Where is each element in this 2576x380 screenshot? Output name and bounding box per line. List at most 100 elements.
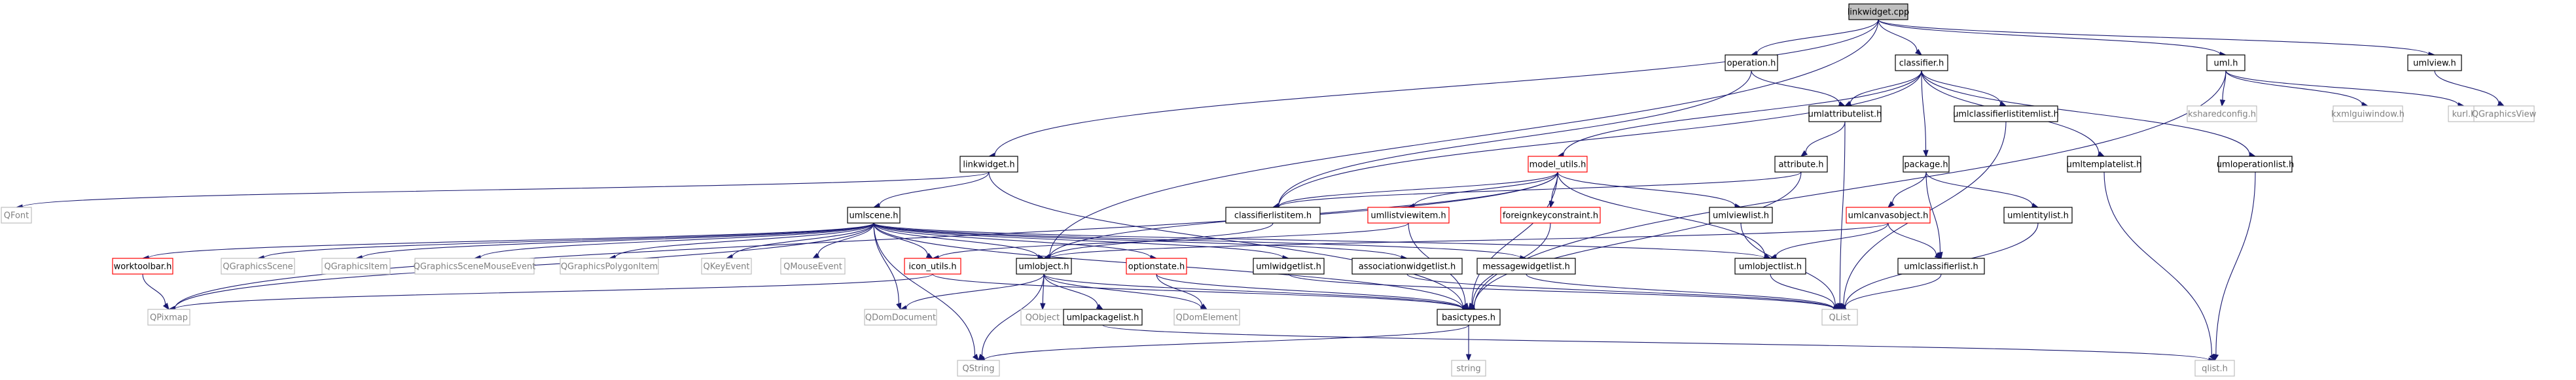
node-label: QList bbox=[1829, 313, 1851, 323]
node-box bbox=[112, 258, 173, 275]
node-umlclassifierlist-h[interactable]: umlclassifierlist.h bbox=[1897, 258, 1985, 275]
node-worktoolbar-h[interactable]: worktoolbar.h bbox=[112, 258, 173, 275]
node-box bbox=[1821, 309, 1858, 326]
node-model-utils-h[interactable]: model_utils.h bbox=[1528, 156, 1588, 173]
node-box bbox=[2206, 54, 2245, 71]
node-label: QPixmap bbox=[150, 313, 188, 323]
edge-umlscene_h-to-icon_utils_h bbox=[873, 222, 934, 259]
node-label: umlscene.h bbox=[849, 211, 898, 221]
node-attribute-h[interactable]: attribute.h bbox=[1774, 156, 1828, 173]
edge-basictypes_h-to-string bbox=[1465, 325, 1472, 362]
node-box bbox=[959, 156, 1018, 173]
node-qstring: QString bbox=[957, 360, 1000, 377]
node-qgraphicsscene: QGraphicsScene bbox=[221, 258, 295, 275]
node-qkeyevent: QKeyEvent bbox=[701, 258, 752, 275]
node-label: qlist.h bbox=[2202, 364, 2228, 374]
edge-umlwidgetlist_h-to-qlist bbox=[1288, 273, 1841, 312]
node-label: attribute.h bbox=[1778, 160, 1823, 170]
node-qobject: QObject bbox=[1020, 309, 1065, 326]
edge-model_utils_h-to-umlviewlist_h bbox=[1557, 171, 1742, 209]
node-label: QFont bbox=[4, 211, 29, 221]
edge-optionstate_h-to-qdomelement bbox=[1156, 273, 1208, 310]
node-umlobjectlist-h[interactable]: umlobjectlist.h bbox=[1734, 258, 1806, 275]
node-box bbox=[321, 258, 391, 275]
node-label: umlobject.h bbox=[1019, 262, 1069, 272]
edge-umlscene_h-to-qdomdocument bbox=[873, 222, 902, 311]
node-box bbox=[221, 258, 295, 275]
node-qdomdocument: QDomDocument bbox=[864, 309, 937, 326]
edge-umlobject_h-to-umlpackagelist_h bbox=[1043, 273, 1104, 310]
node-messagewidgetlist-h[interactable]: messagewidgetlist.h bbox=[1476, 258, 1576, 275]
node-qmouseevent: QMouseEvent bbox=[780, 258, 846, 275]
node-box bbox=[147, 309, 190, 326]
node-label: umlclassifierlist.h bbox=[1904, 262, 1978, 272]
node-box bbox=[847, 207, 901, 224]
node-icon-utils-h[interactable]: icon_utils.h bbox=[904, 258, 961, 275]
node-qgraphicspolygonitem: QGraphicsPolygonItem bbox=[560, 258, 659, 275]
node-box bbox=[1895, 54, 1948, 71]
node-uml-h[interactable]: uml.h bbox=[2206, 54, 2245, 71]
node-classifier-h[interactable]: classifier.h bbox=[1895, 54, 1948, 71]
node-umlclassifierlistitemlist-h[interactable]: umlclassifierlistitemlist.h bbox=[1953, 105, 2059, 122]
node-box bbox=[1253, 258, 1325, 275]
node-box bbox=[414, 258, 535, 275]
node-umlwidgetlist-h[interactable]: umlwidgetlist.h bbox=[1253, 258, 1325, 275]
node-label: umloperationlist.h bbox=[2217, 160, 2294, 170]
node-umltemplatelist-h[interactable]: umltemplatelist.h bbox=[2067, 156, 2142, 173]
node-label: QGraphicsItem bbox=[324, 262, 387, 272]
node-kxmlguiwindow-h: kxmlguiwindow.h bbox=[2331, 105, 2405, 122]
edge-umloperationlist_h-to-qlist_h bbox=[2213, 171, 2256, 362]
node-linkwidget-cpp[interactable]: linkwidget.cpp bbox=[1848, 3, 1910, 20]
node-umlview-h[interactable]: umlview.h bbox=[2407, 54, 2462, 71]
node-optionstate-h[interactable]: optionstate.h bbox=[1126, 258, 1187, 275]
node-box bbox=[780, 258, 846, 275]
node-linkwidget-h[interactable]: linkwidget.h bbox=[959, 156, 1018, 173]
node-box bbox=[904, 258, 961, 275]
node-classifierlistitem-h[interactable]: classifierlistitem.h bbox=[1225, 207, 1321, 224]
node-label: classifier.h bbox=[1899, 59, 1944, 69]
node-label: QGraphicsPolygonItem bbox=[561, 262, 658, 272]
edge-umlobject_h-to-qdomelement bbox=[1043, 273, 1208, 311]
node-label: umlviewlist.h bbox=[1713, 211, 1769, 221]
node-box bbox=[1774, 156, 1828, 173]
node-qpixmap: QPixmap bbox=[147, 309, 190, 326]
node-umllistviewitem-h[interactable]: umllistviewitem.h bbox=[1367, 207, 1450, 224]
node-label: umlpackagelist.h bbox=[1067, 313, 1139, 323]
edge-linkwidget_h-to-umlscene_h bbox=[872, 171, 990, 209]
node-operation-h[interactable]: operation.h bbox=[1725, 54, 1778, 71]
node-label: ksharedconfig.h bbox=[2188, 110, 2256, 120]
node-box bbox=[1808, 105, 1882, 122]
edge-uml_h-to-kurl_h bbox=[2225, 70, 2465, 108]
node-package-h[interactable]: package.h bbox=[1903, 156, 1950, 173]
node-label: linkwidget.h bbox=[963, 160, 1014, 170]
node-label: QGraphicsSceneMouseEvent bbox=[414, 262, 536, 272]
node-qlist: QList bbox=[1821, 309, 1858, 326]
node-label: messagewidgetlist.h bbox=[1482, 262, 1570, 272]
node-umlviewlist-h[interactable]: umlviewlist.h bbox=[1709, 207, 1773, 224]
node-foreignkeyconstraint-h[interactable]: foreignkeyconstraint.h bbox=[1500, 207, 1601, 224]
node-umlentitylist-h[interactable]: umlentitylist.h bbox=[2003, 207, 2073, 224]
node-box bbox=[2407, 54, 2462, 71]
node-umlpackagelist-h[interactable]: umlpackagelist.h bbox=[1063, 309, 1143, 326]
edge-umlscene_h-to-qmouseevent bbox=[812, 222, 874, 259]
node-umloperationlist-h[interactable]: umloperationlist.h bbox=[2217, 156, 2294, 173]
edge-umlscene_h-to-worktoolbar_h bbox=[141, 222, 874, 261]
edge-attribute_h-to-classifierlistitem_h bbox=[1272, 171, 1802, 210]
node-box bbox=[957, 360, 1000, 377]
edge-basictypes_h-to-qstring bbox=[977, 324, 1469, 363]
node-box bbox=[1063, 309, 1143, 326]
node-label: QMouseEvent bbox=[783, 262, 842, 272]
node-umlscene-h[interactable]: umlscene.h bbox=[847, 207, 901, 224]
node-box bbox=[2067, 156, 2141, 173]
node-basictypes-h[interactable]: basictypes.h bbox=[1437, 309, 1501, 326]
node-label: operation.h bbox=[1727, 59, 1776, 69]
node-umlattributelist-h[interactable]: umlattributelist.h bbox=[1808, 105, 1882, 122]
node-umlobject-h[interactable]: umlobject.h bbox=[1016, 258, 1072, 275]
node-qdomelement: QDomElement bbox=[1173, 309, 1240, 326]
node-associationwidgetlist-h[interactable]: associationwidgetlist.h bbox=[1351, 258, 1463, 275]
node-umlcanvasobject-h[interactable]: umlcanvasobject.h bbox=[1846, 207, 1931, 224]
node-box bbox=[1, 207, 32, 224]
node-label: basictypes.h bbox=[1442, 313, 1495, 323]
edge-operation_h-to-classifierlistitem_h bbox=[1272, 70, 1752, 209]
